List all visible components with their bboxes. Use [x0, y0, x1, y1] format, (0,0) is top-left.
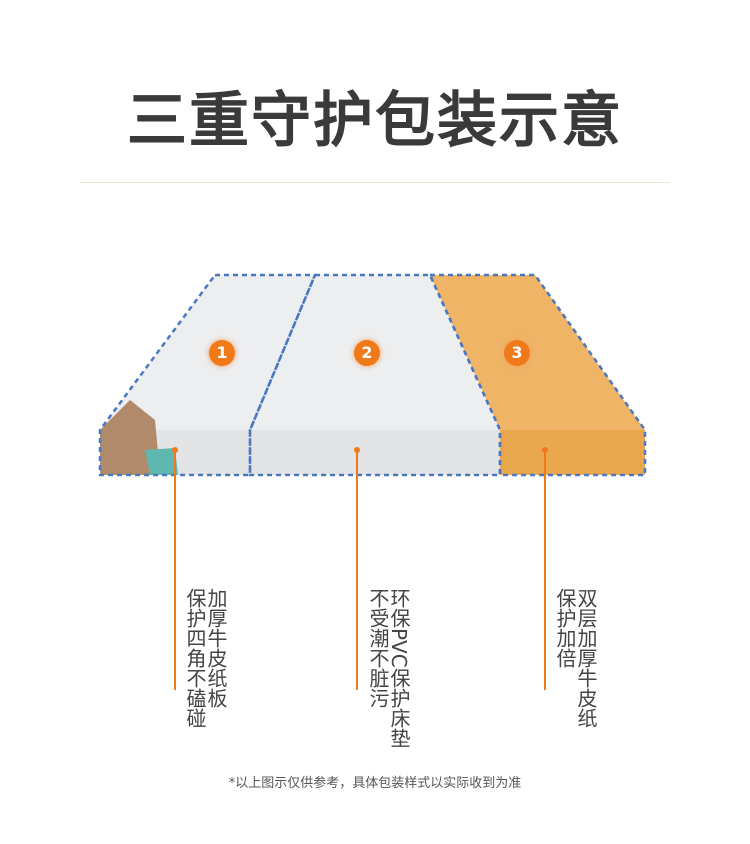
teal-label — [145, 448, 178, 475]
corner-protector — [100, 400, 160, 475]
footnote: *以上图示仅供参考，具体包装样式以实际收到为准 — [228, 776, 522, 791]
layer-2-line-2: 不受潮不脏污 — [366, 588, 390, 708]
mattress-front-kraft — [500, 430, 645, 475]
layer-badge-1: 1 — [209, 340, 235, 366]
divider — [80, 182, 670, 183]
layer-3-line-2: 保护加倍 — [553, 588, 577, 668]
layer-badge-2: 2 — [354, 340, 380, 366]
layer-1-caption: 加厚牛皮纸板 保护四角不磕碰 — [183, 588, 228, 728]
layer-2-outline — [248, 273, 502, 477]
layer-1-line-2: 保护四角不磕碰 — [183, 588, 207, 728]
layer-3-line-1: 双层加厚牛皮纸 — [574, 588, 598, 728]
layer-2-caption: 环保PVC保护床垫 不受潮不脏污 — [366, 588, 411, 748]
page-title: 三重守护包装示意 — [127, 86, 623, 156]
pointer-dot-1 — [172, 447, 178, 453]
layer-badge-3: 3 — [504, 340, 530, 366]
mattress-top-white — [100, 275, 500, 430]
pointer-dot-3 — [542, 447, 548, 453]
layer-2-line-1: 环保PVC保护床垫 — [387, 588, 411, 748]
layer-1-line-1: 加厚牛皮纸板 — [204, 588, 228, 708]
pointer-dot-2 — [354, 447, 360, 453]
layer-3-caption: 双层加厚牛皮纸 保护加倍 — [553, 588, 598, 728]
